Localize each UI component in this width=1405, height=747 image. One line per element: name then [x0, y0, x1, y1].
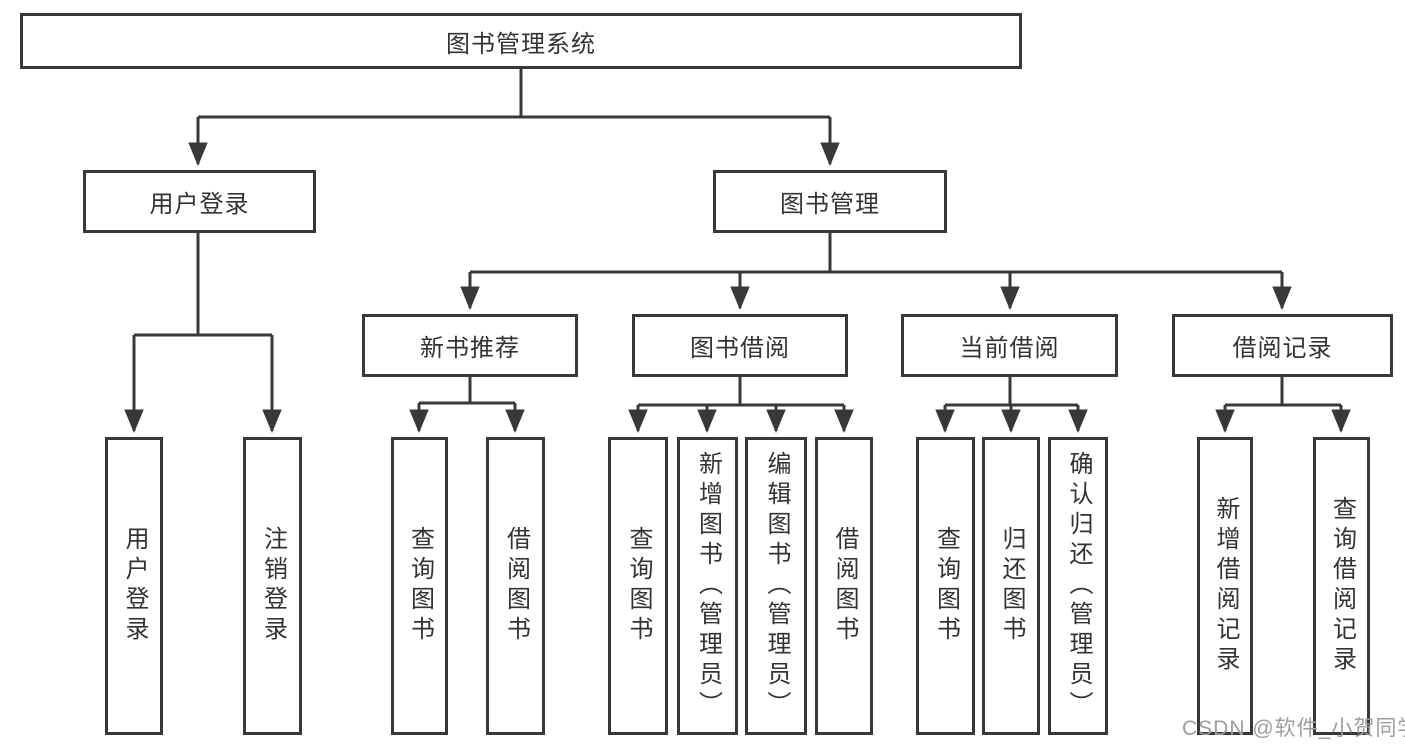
leaf-query-borrow-record-label: 查询借阅记录 — [1328, 496, 1356, 676]
leaf-recommend-borrow-books: 借阅图书 — [486, 437, 545, 735]
leaf-recommend-query-books-label: 查询图书 — [406, 526, 434, 646]
leaf-current-query-books: 查询图书 — [916, 437, 975, 735]
node-root: 图书管理系统 — [20, 13, 1022, 69]
leaf-add-borrow-record-label: 新增借阅记录 — [1212, 496, 1239, 676]
node-book-management: 图书管理 — [713, 170, 947, 233]
leaf-user-login: 用户登录 — [105, 437, 163, 735]
connector-user-login-children — [124, 233, 282, 433]
leaf-borrow-books-label: 借阅图书 — [831, 526, 858, 646]
leaf-current-query-books-label: 查询图书 — [932, 526, 960, 646]
node-user-login-label: 用户登录 — [149, 191, 250, 218]
node-root-label: 图书管理系统 — [446, 30, 596, 58]
leaf-recommend-query-books: 查询图书 — [391, 437, 448, 735]
leaf-borrow-query-books: 查询图书 — [608, 437, 668, 735]
connector-book-management-children — [460, 233, 1292, 310]
leaf-confirm-return-admin: 确认归还（管理员） — [1048, 437, 1108, 735]
leaf-logout-label: 注销登录 — [259, 526, 287, 646]
node-current-borrow-label: 当前借阅 — [959, 335, 1060, 362]
node-new-book-recommend: 新书推荐 — [362, 314, 578, 377]
leaf-recommend-borrow-books-label: 借阅图书 — [502, 526, 530, 646]
connector-new-book-recommend-children — [409, 377, 525, 433]
leaf-add-borrow-record: 新增借阅记录 — [1197, 437, 1253, 735]
node-book-borrow-label: 图书借阅 — [690, 335, 790, 362]
connector-current-borrow-children — [935, 377, 1088, 433]
leaf-query-borrow-record: 查询借阅记录 — [1313, 437, 1370, 735]
node-current-borrow: 当前借阅 — [901, 314, 1118, 377]
leaf-add-books-admin-label: 新增图书（管理员） — [694, 451, 722, 721]
leaf-borrow-books: 借阅图书 — [815, 437, 873, 735]
leaf-edit-books-admin-label: 编辑图书（管理员） — [763, 451, 790, 721]
leaf-add-books-admin: 新增图书（管理员） — [677, 437, 738, 735]
leaf-return-books: 归还图书 — [982, 437, 1040, 735]
csdn-watermark: CSDN @软件_小贺同学 — [1182, 717, 1405, 740]
node-user-login: 用户登录 — [83, 170, 316, 233]
leaf-confirm-return-admin-label: 确认归还（管理员） — [1065, 451, 1092, 721]
leaf-logout: 注销登录 — [243, 437, 302, 735]
node-book-borrow: 图书借阅 — [632, 314, 848, 377]
connector-root-to-level2 — [188, 69, 840, 166]
leaf-borrow-query-books-label: 查询图书 — [625, 526, 652, 646]
connector-borrow-records-children — [1215, 377, 1351, 433]
connector-book-borrow-children — [628, 377, 854, 433]
node-book-management-label: 图书管理 — [780, 191, 880, 218]
leaf-edit-books-admin: 编辑图书（管理员） — [745, 437, 807, 735]
leaf-user-login-label: 用户登录 — [121, 526, 148, 646]
node-borrow-records: 借阅记录 — [1172, 314, 1393, 377]
node-new-book-recommend-label: 新书推荐 — [420, 335, 520, 362]
node-borrow-records-label: 借阅记录 — [1232, 335, 1333, 362]
leaf-return-books-label: 归还图书 — [998, 526, 1025, 646]
